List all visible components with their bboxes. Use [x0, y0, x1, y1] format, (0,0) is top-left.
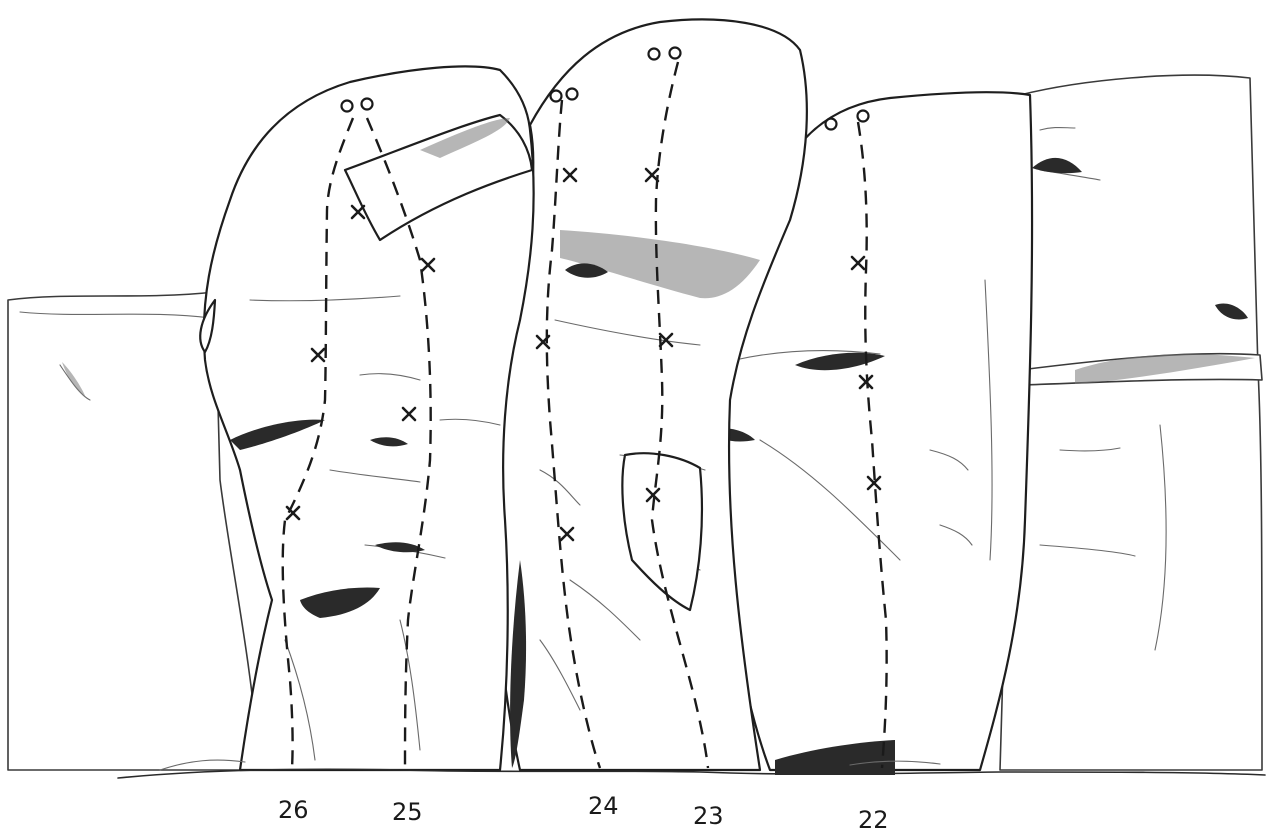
route-number-25: 25: [392, 800, 423, 824]
route-number-22: 22: [858, 808, 889, 832]
route-number-24: 24: [588, 794, 619, 818]
right-background-block: [1000, 75, 1262, 770]
route-number-23: 23: [693, 804, 724, 828]
route-number-26: 26: [278, 798, 309, 822]
